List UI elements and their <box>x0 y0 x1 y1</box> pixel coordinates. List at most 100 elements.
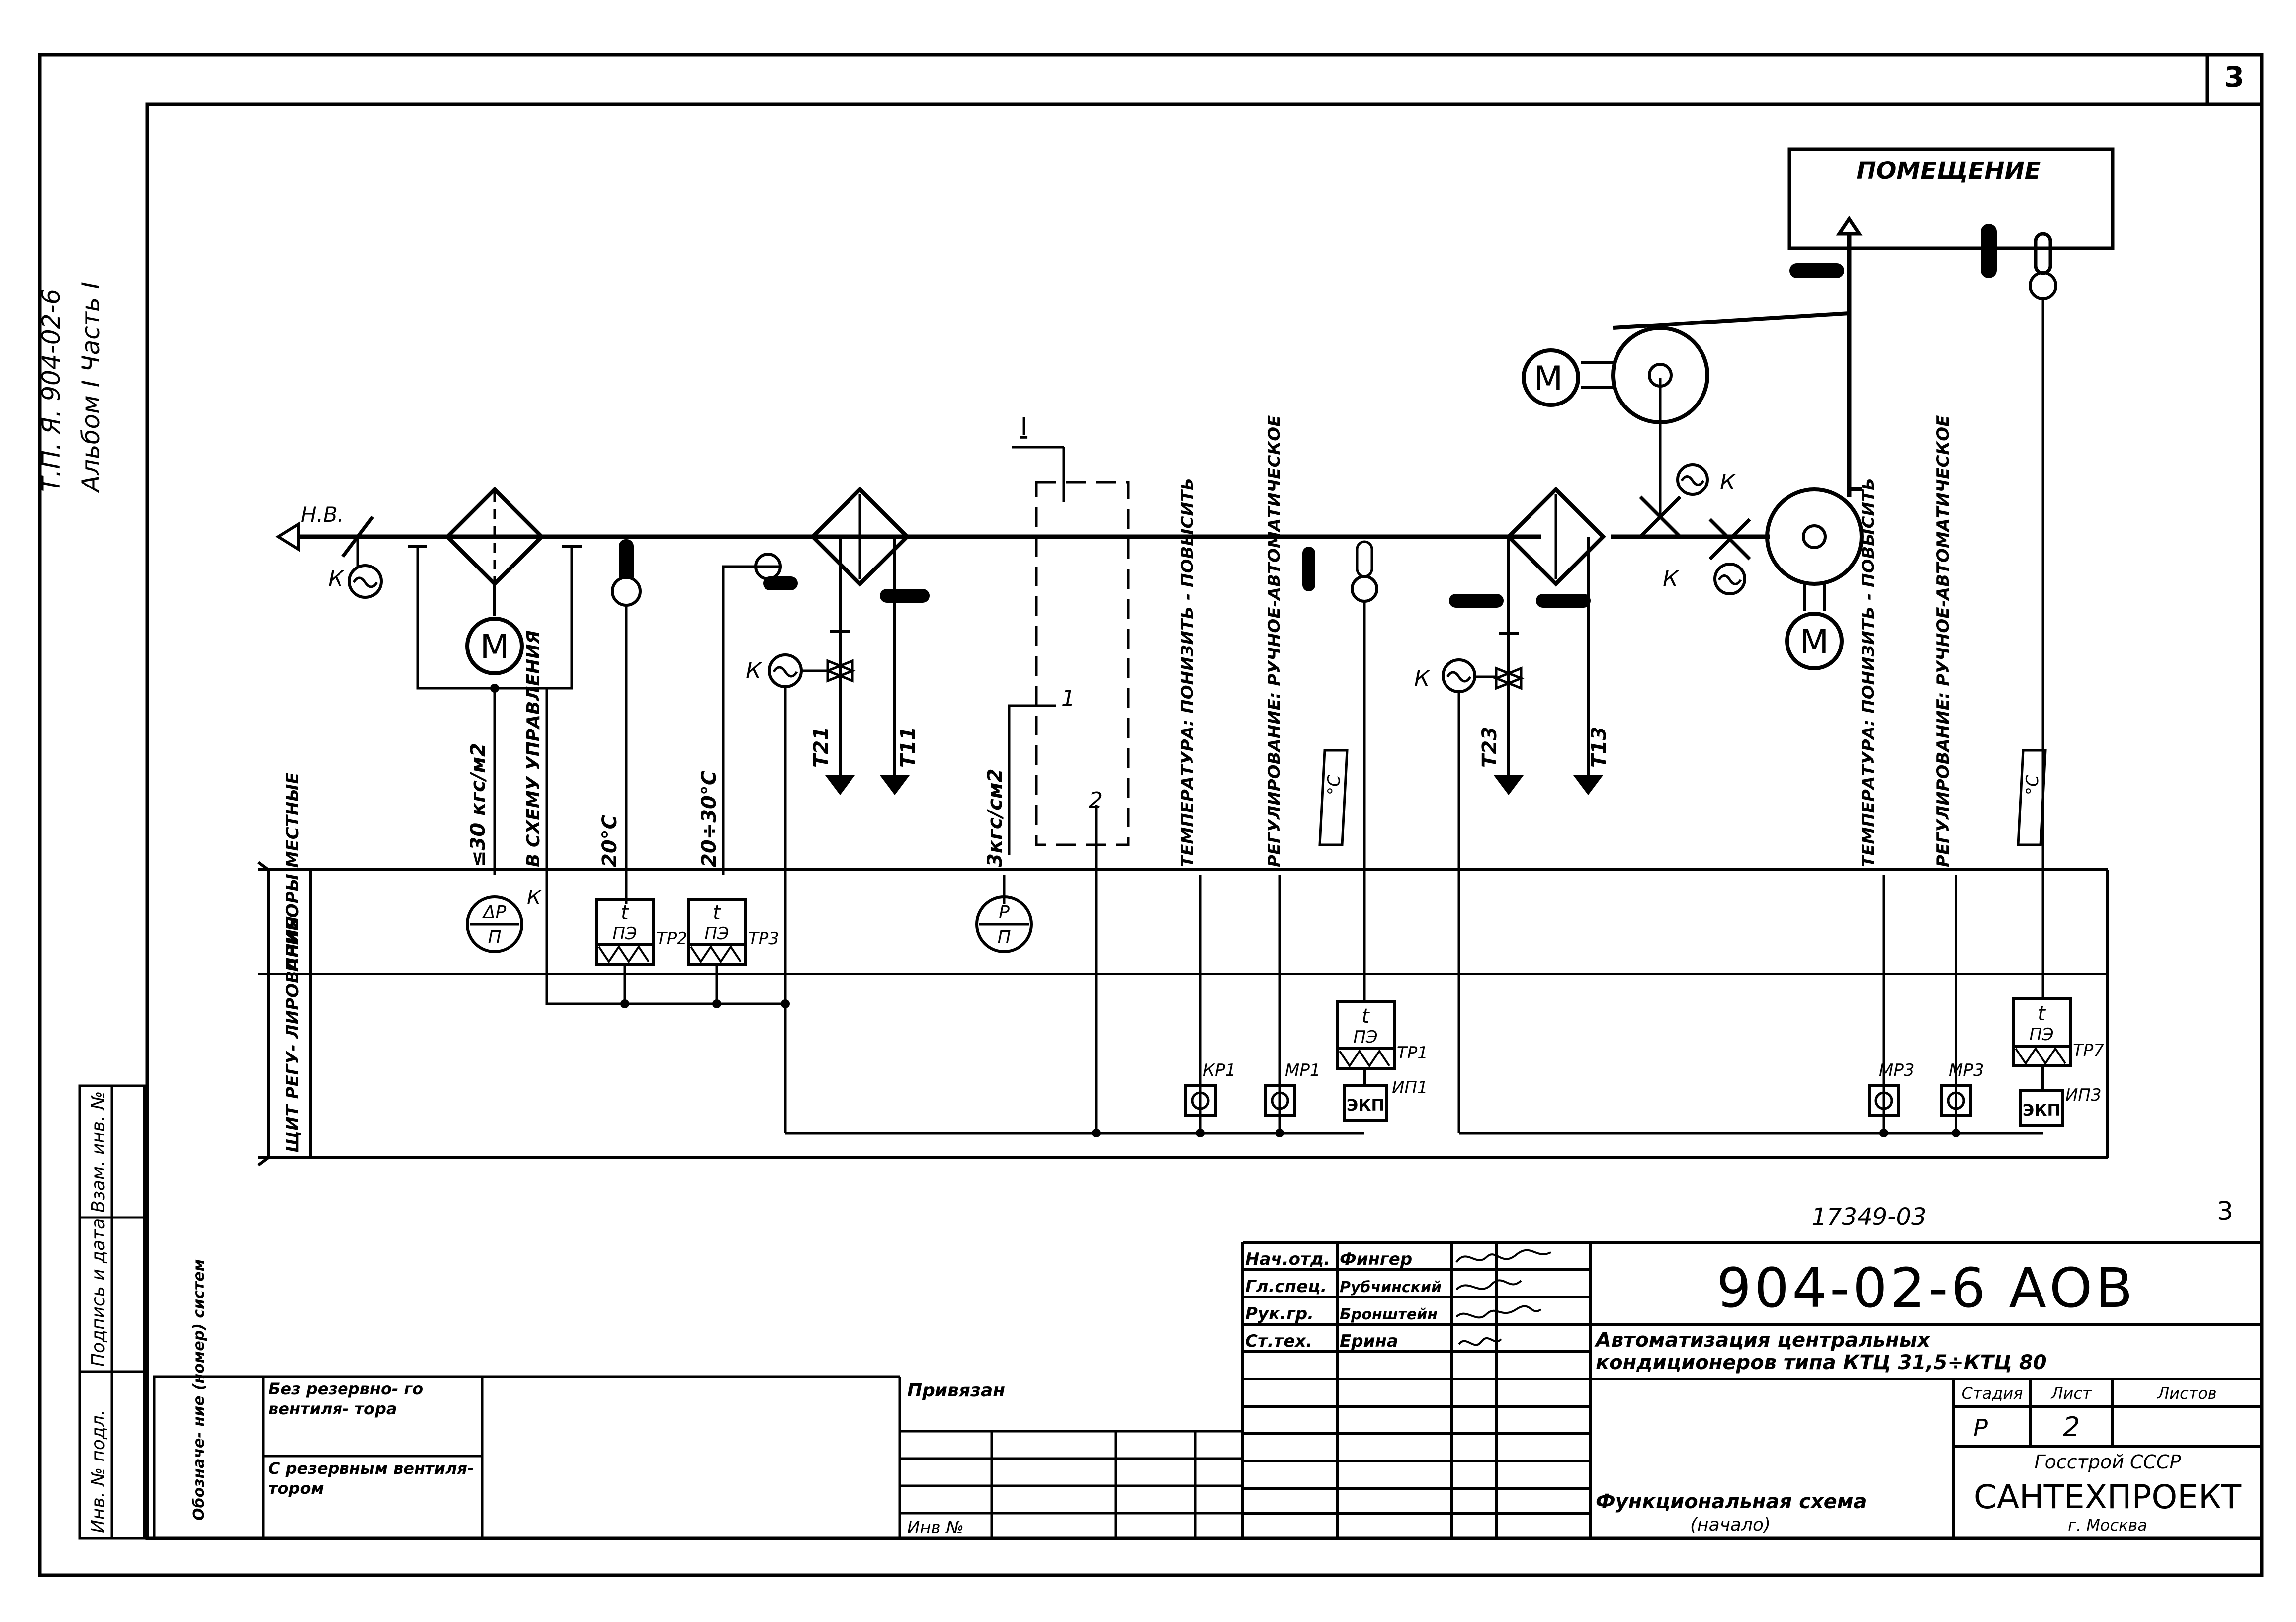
filter-motor-label: М <box>480 628 510 667</box>
mr1-label: МР1 <box>1285 1060 1320 1080</box>
drawing-name: Функциональная схема <box>1596 1490 1867 1513</box>
bottom-sheet-number: 3 <box>2217 1197 2233 1226</box>
heater-2-valve <box>1442 632 1525 1133</box>
tr7-pe: ПЭ <box>2029 1025 2053 1045</box>
sig-name-1: Фингер <box>1340 1249 1412 1269</box>
system-row-2: С резервным вентиля- тором <box>268 1459 474 1498</box>
label-temp-range: 20÷30°С <box>698 771 721 867</box>
reserve-fan <box>1522 311 1850 424</box>
main-fan <box>1765 487 1864 670</box>
sig-role-1: Нач.отд. <box>1245 1249 1330 1269</box>
corner-sheet-number: 3 <box>2224 60 2244 94</box>
tr2-t: t <box>621 901 629 924</box>
label-control-scheme: В СХЕМУ УПРАВЛЕНИЯ <box>523 630 544 867</box>
handwritten-signatures <box>1455 1249 1551 1346</box>
ip1-label: ИП1 <box>1392 1078 1428 1098</box>
wiring-dots <box>490 684 1960 1137</box>
air-duct <box>318 234 1852 539</box>
outer-frame <box>38 53 2264 1577</box>
sig-name-2: Рубчинский <box>1340 1279 1442 1296</box>
line-t21: Т21 <box>810 727 833 768</box>
unit-c-1: °С <box>1324 775 1344 795</box>
main-fan-motor: М <box>1800 623 1829 662</box>
heater-2 <box>1449 487 1606 795</box>
unit-c-2: °С <box>2023 775 2042 795</box>
room-temp-sensor-1 <box>1302 540 1378 1001</box>
temp-setpoint-boxes <box>1318 749 2047 846</box>
dp-gauge-k: К <box>527 887 542 909</box>
stamp-cell-inv: Инв. № подл. <box>88 1410 109 1533</box>
section-label-i: I <box>1020 413 1027 441</box>
fresh-air-inlet <box>275 515 383 599</box>
left-stamp <box>78 1084 146 1540</box>
attachment-grid <box>898 1377 1243 1538</box>
label-temp-select-2: ТЕМПЕРАТУРА: ПОНИЗИТЬ - ПОВЫСИТЬ <box>1859 478 1878 867</box>
label-pressure: 3кгс/см2 <box>984 769 1007 867</box>
row-label-local: ПРИБОРЫ МЕСТНЫЕ <box>283 772 303 972</box>
org-line-3: г. Москва <box>2068 1516 2147 1535</box>
doc-code: 904-02-6 АОВ <box>1716 1256 2136 1320</box>
line-t23: Т23 <box>1478 727 1501 768</box>
tr1-label: ТР1 <box>1397 1043 1428 1063</box>
stage-value: Р <box>1973 1414 1988 1442</box>
switch-mr3b <box>1940 1084 1972 1117</box>
heater-1-k: К <box>746 658 762 684</box>
label-regulation-1: РЕГУЛИРОВАНИЕ: РУЧНОЕ-АВТОМАТИЧЕСКОЕ <box>1265 415 1284 867</box>
heater-1 <box>722 487 930 875</box>
line-t11: Т11 <box>897 727 920 768</box>
system-row-1: Без резервно- го вентиля- тора <box>268 1379 423 1418</box>
tr3-label: ТР3 <box>748 929 779 949</box>
dp-gauge-top: ΔР <box>482 902 507 923</box>
point-2-label: 2 <box>1089 788 1103 813</box>
room-box <box>1787 147 2115 999</box>
sheet-value: 2 <box>2063 1411 2080 1443</box>
attached-label: Привязан <box>907 1380 1005 1401</box>
sheet-header: Лист <box>2050 1384 2092 1403</box>
damper-1 <box>1639 378 1751 595</box>
line-t13: Т13 <box>1588 727 1611 768</box>
stamp-cell-signature: Подпись и дата <box>88 1218 109 1367</box>
title-line-2: кондиционеров типа КТЦ 31,5÷КТЦ 80 <box>1596 1351 2047 1374</box>
sig-role-2: Гл.спец. <box>1245 1277 1327 1297</box>
stamp-number: 17349-03 <box>1811 1203 1926 1231</box>
stamp-cell-replace: Взам. инв. № <box>88 1091 109 1213</box>
drawing-sub: (начало) <box>1690 1515 1771 1535</box>
ip3-label: ИП3 <box>2065 1085 2102 1105</box>
heater-2-k: К <box>1414 666 1431 691</box>
tr2-label: ТР2 <box>656 929 687 949</box>
row-label-panel: ЩИТ РЕГУ- ЛИРОВАНИЯ <box>283 916 303 1153</box>
label-regulation-2: РЕГУЛИРОВАНИЕ: РУЧНОЕ-АВТОМАТИЧЕСКОЕ <box>1933 415 1953 867</box>
room-label: ПОМЕЩЕНИЕ <box>1856 157 2041 185</box>
org-line-2: САНТЕХПРОЕКТ <box>1974 1478 2242 1516</box>
sig-role-4: Ст.тех. <box>1245 1331 1312 1351</box>
title-line-1: Автоматизация центральных <box>1594 1329 1931 1352</box>
reserve-fan-motor: М <box>1534 359 1563 399</box>
mr3a-label: МР3 <box>1879 1060 1914 1080</box>
panel-wiring <box>545 964 2043 1135</box>
tr7-t: t <box>2038 1002 2046 1025</box>
label-pressure-drop: ≤30 кгс/м2 <box>467 743 490 867</box>
label-temp-20: 20°С <box>598 815 621 867</box>
mr3b-label: МР3 <box>1949 1060 1984 1080</box>
title-block-grid <box>1241 1241 2262 1538</box>
dp-gauge <box>466 895 523 953</box>
ekp-2: ЭКП <box>2023 1101 2060 1120</box>
inv-label: Инв № <box>907 1518 964 1538</box>
pressure-gauge <box>975 895 1033 953</box>
dp-gauge-bottom: П <box>488 927 501 948</box>
sig-role-3: Рук.гр. <box>1245 1304 1314 1324</box>
inlet-label: Н.В. <box>301 502 344 527</box>
switch-mr3a <box>1868 1084 1900 1117</box>
damper-1-k: К <box>1720 470 1736 495</box>
pressure-gauge-bottom: П <box>997 927 1011 948</box>
sheets-header: Листов <box>2157 1384 2217 1403</box>
inlet-actuator-k: К <box>328 567 344 592</box>
tr1-t: t <box>1361 1005 1370 1028</box>
point-1-label: 1 <box>1061 686 1075 711</box>
org-line-1: Госстрой СССР <box>2034 1451 2181 1473</box>
thermostat-tr7 <box>2012 997 2072 1127</box>
stage-header: Стадия <box>1962 1384 2023 1403</box>
sig-name-3: Бронштейн <box>1340 1306 1438 1323</box>
label-temp-select-1: ТЕМПЕРАТУРА: ПОНИЗИТЬ - ПОВЫСИТЬ <box>1178 478 1197 867</box>
